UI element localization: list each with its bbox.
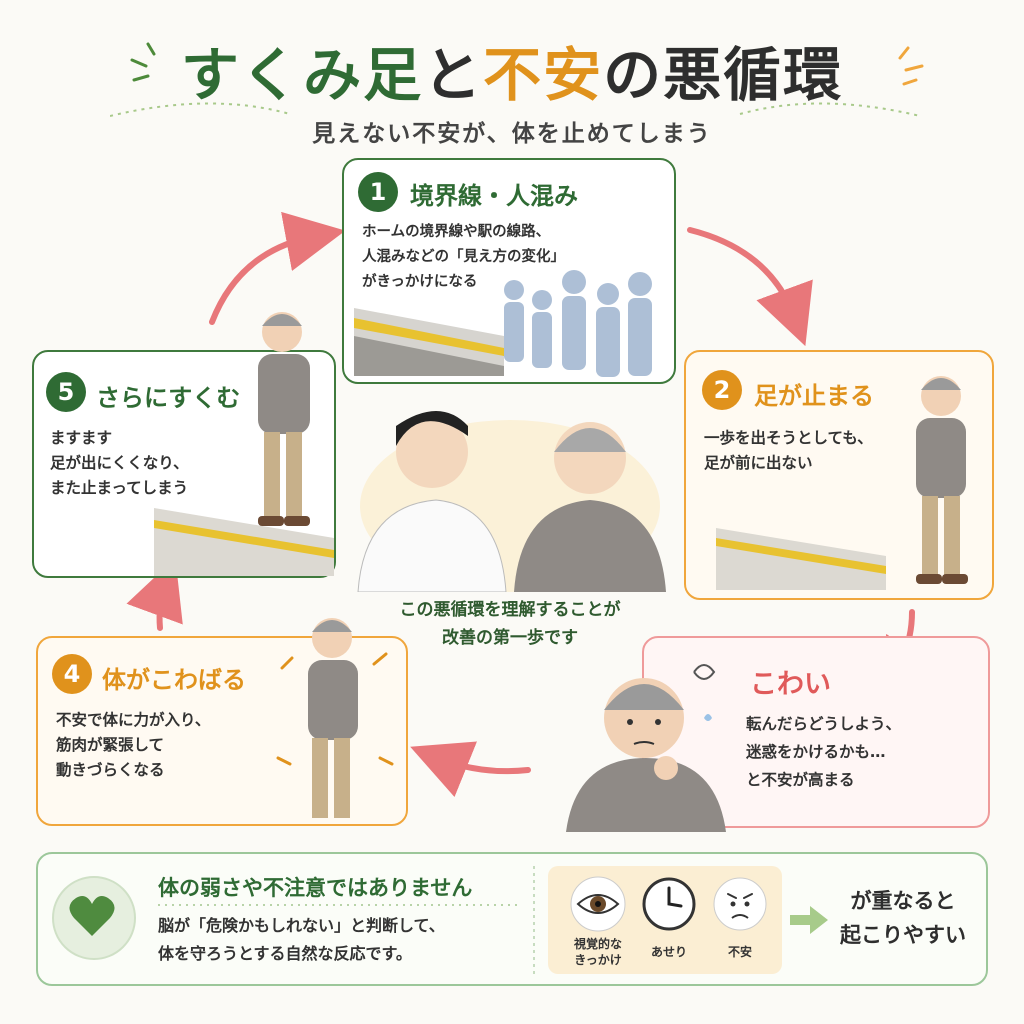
vertical-divider — [533, 866, 535, 974]
center-message: この悪循環を理解することが 改善の第一歩です — [399, 600, 621, 648]
step-number-2: 2 — [702, 370, 742, 410]
elderly-man-standing-figure — [916, 376, 968, 584]
elderly-man-bent-figure — [258, 312, 310, 526]
arrow-3-to-4 — [410, 741, 531, 798]
orange-accent-icon — [898, 46, 924, 86]
factor-label-rush: あせり — [650, 945, 687, 959]
factor-label-visual: 視覚的な きっかけ — [573, 937, 622, 967]
step-title-3: こわい — [750, 669, 831, 700]
worried-face-icon — [713, 877, 767, 931]
clock-icon — [642, 877, 696, 931]
dotted-underline — [158, 904, 522, 906]
platform-edge-illustration — [354, 308, 504, 376]
platform-edge-illustration — [716, 528, 886, 590]
step-text-2: 一歩を出そうとしても、 足が前に出ない — [704, 429, 873, 472]
title-part-and: と — [423, 41, 484, 109]
title-part-anxiety: 不安 — [483, 41, 604, 109]
platform-edge-illustration — [154, 508, 334, 576]
step-title-2: 足が止まる — [754, 382, 874, 410]
page-title: すくみ足と不安の悪循環 — [0, 28, 1024, 112]
crowd-illustration — [504, 270, 652, 377]
step-text-4: 不安で体に力が入り、 筋肉が緊張して 動きづらくなる — [56, 711, 211, 779]
heart-icon — [69, 896, 115, 936]
title-part-freezing: すくみ足 — [180, 41, 424, 109]
caregiver-and-elderly-man-illustration — [357, 411, 666, 592]
bottom-title: 体の弱さや不注意ではありません — [158, 876, 473, 900]
bottom-explanation: 脳が「危険かもしれない」と判断して、 体を守ろうとする自然な反応です。 — [158, 916, 445, 963]
eye-icon — [570, 876, 626, 932]
step-number-4: 4 — [52, 654, 92, 694]
step-card-1: 1 境界線・人混み ホームの境界線や駅の線路、 人混みなどの「見え方の変化」 が… — [342, 158, 676, 384]
step-title-1: 境界線・人混み — [410, 182, 578, 210]
step-text-1: ホームの境界線や駅の線路、 人混みなどの「見え方の変化」 がきっかけになる — [362, 224, 565, 290]
worried-elderly-man-illustration — [566, 664, 726, 832]
step-text-5: ますます 足が出にくくなり、 また止まってしまう — [50, 429, 189, 497]
factor-label-anxiety: 不安 — [727, 945, 752, 959]
bottom-info-panel — [36, 852, 988, 986]
right-arrow-icon — [790, 906, 828, 934]
step-card-4: 4 体がこわばる 不安で体に力が入り、 筋肉が緊張して 動きづらくなる — [36, 618, 408, 826]
subtitle: 見えない不安が、体を止めてしまう — [312, 121, 712, 147]
step-title-4: 体がこわばる — [102, 666, 246, 694]
step-title-5: さらにすくむ — [96, 384, 241, 412]
title-part-cycle: の悪循環 — [603, 41, 844, 109]
result-text: が重なると 起こりやすい — [840, 889, 966, 947]
step-card-2: 2 足が止まる 一歩を出そうとしても、 足が前に出ない — [684, 350, 994, 600]
dotted-divider — [110, 102, 920, 117]
arrow-1-to-2 — [687, 227, 813, 347]
step-text-3: 転んだらどうしよう、 迷惑をかけるかも… と不安が高まる — [746, 715, 902, 789]
step-number-5: 5 — [46, 372, 86, 412]
green-accent-icon — [130, 42, 156, 82]
arrow-4-to-5 — [126, 557, 183, 631]
arrow-5-to-1 — [209, 211, 346, 325]
elderly-man-tense-figure — [276, 618, 394, 818]
step-number-1: 1 — [358, 172, 398, 212]
